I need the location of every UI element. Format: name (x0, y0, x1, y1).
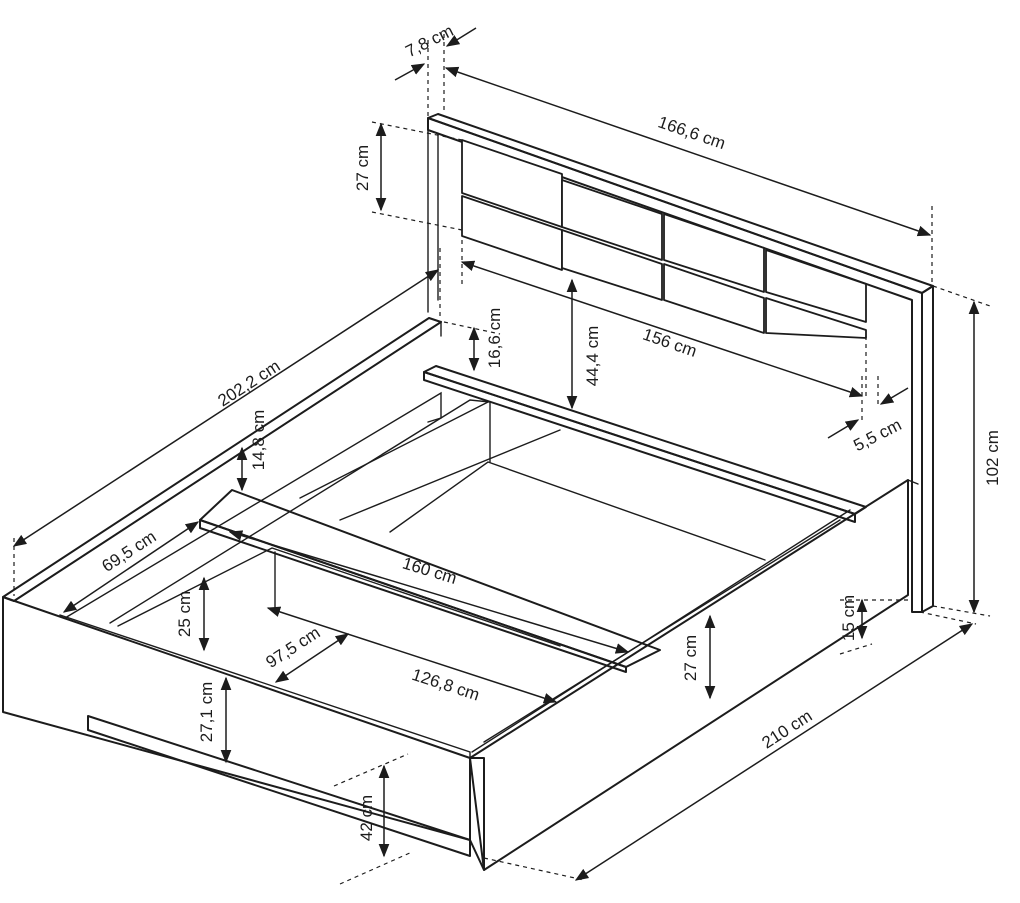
dim-panel-to-shelf: 44,4 cm (566, 278, 602, 410)
dim-panel-height: 27 cm (353, 121, 463, 231)
headboard-panels (461, 139, 867, 339)
bed-drawing (2, 113, 934, 871)
label-panel-to-shelf: 44,4 cm (583, 326, 602, 386)
label-floor-clearance: 42 cm (357, 795, 376, 841)
label-side-offset: 5,5 cm (850, 415, 904, 455)
dim-leg-height: 15 cm (839, 595, 908, 655)
dim-floor-clearance: 42 cm (333, 753, 413, 885)
right-side-rail (469, 479, 919, 871)
label-leg-height: 15 cm (839, 595, 858, 641)
label-headboard-width: 166,6 cm (656, 112, 728, 153)
label-total-height: 102 cm (983, 430, 1002, 486)
dim-total-length: 210 cm (483, 611, 977, 881)
dim-rail-drop: 14,8 cm (236, 410, 268, 492)
label-storage-length: 126,8 cm (410, 665, 482, 705)
label-total-length: 210 cm (758, 706, 815, 752)
dim-frame-height-right: 27 cm (681, 614, 716, 700)
label-inner-width: 160 cm (400, 554, 459, 588)
center-slat (199, 489, 661, 673)
dim-inner-width: 160 cm (228, 530, 630, 654)
label-storage-width: 97,5 cm (262, 623, 323, 672)
label-frame-height-right: 27 cm (681, 635, 700, 681)
storage-box (59, 547, 561, 759)
label-frame-depth: 25 cm (175, 591, 194, 637)
label-rail-drop: 14,8 cm (249, 410, 268, 470)
dim-headboard-thickness: 7,8 cm (394, 21, 477, 118)
label-shelf-height: 16,6 cm (485, 308, 504, 368)
dim-total-height: 102 cm (932, 285, 1002, 617)
dim-frame-depth: 25 cm (175, 576, 210, 652)
label-side-length: 202,2 cm (215, 356, 284, 410)
label-panel-width: 156 cm (640, 325, 699, 361)
front-footboard (2, 596, 485, 871)
label-frame-height-front: 27,1 cm (197, 682, 216, 742)
dim-shelf-height: 16,6 cm (443, 308, 504, 372)
label-headboard-thickness: 7,8 cm (402, 21, 456, 61)
label-panel-height: 27 cm (353, 145, 372, 191)
dim-frame-height-front: 27,1 cm (197, 676, 232, 764)
dim-storage-length: 126,8 cm (266, 606, 558, 705)
dim-storage-width: 97,5 cm (262, 623, 350, 683)
